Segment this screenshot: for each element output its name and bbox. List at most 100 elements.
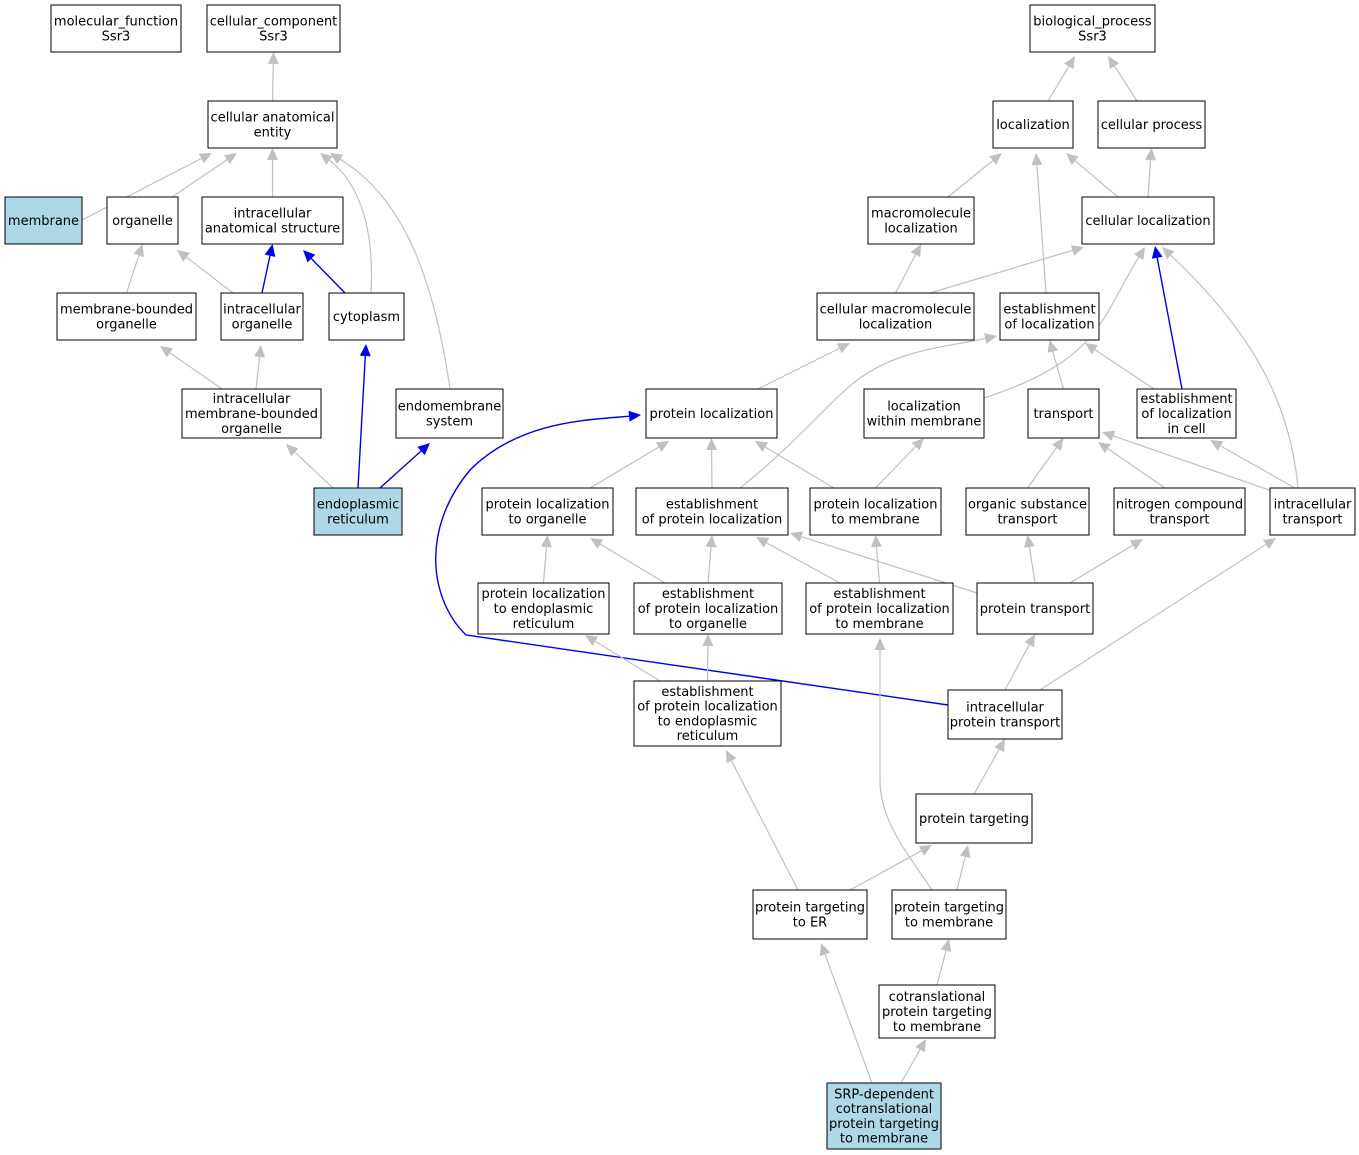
- node-box: [207, 100, 338, 149]
- edge-line: [1113, 435, 1276, 493]
- go-term-node-ptarg[interactable]: protein targeting: [915, 793, 1033, 844]
- edge-line: [1220, 445, 1296, 489]
- edge-line: [339, 158, 451, 390]
- node-box: [1269, 487, 1356, 536]
- node-label-line: SRP-dependent: [834, 1087, 934, 1102]
- edge-imbo-to-io: [254, 345, 266, 390]
- edge-line: [894, 254, 917, 294]
- edge-epltm-to-epl: [756, 537, 841, 584]
- edge-er-to-imbo: [286, 444, 334, 489]
- go-term-node-loc[interactable]: localization: [992, 100, 1074, 149]
- node-label-line: to membrane: [831, 512, 919, 527]
- go-term-node-pt[interactable]: protein transport: [976, 582, 1094, 635]
- arrowhead-icon: [224, 153, 237, 165]
- edge-er-to-endomem: [379, 443, 430, 489]
- edge-ptarg-to-ipt: [973, 739, 1005, 795]
- edge-line: [1113, 65, 1138, 102]
- edge-line: [766, 542, 841, 584]
- edge-macroloc-to-loc: [947, 153, 1002, 198]
- node-label-line: cellular macromolecule: [820, 303, 972, 318]
- node-label-line: cellular_component: [210, 15, 338, 30]
- node-label-line: protein targeting: [755, 901, 865, 916]
- edge-io-to-ias: [261, 244, 276, 294]
- arrowhead-icon: [756, 537, 770, 548]
- node-label-line: of protein localization: [638, 602, 779, 617]
- node-label-line: establishment: [661, 685, 753, 700]
- node-box: [477, 582, 610, 635]
- node-label-line: reticulum: [677, 729, 739, 744]
- edge-epl-to-protloc: [706, 438, 718, 489]
- go-term-node-membrane[interactable]: membrane: [4, 196, 83, 245]
- arrowhead-icon: [1023, 535, 1035, 548]
- node-box: [313, 487, 403, 536]
- edge-pt-to-nct: [1069, 539, 1143, 584]
- arrowhead-icon: [177, 250, 190, 262]
- edge-ipt-to-pt: [1004, 634, 1035, 691]
- go-term-node-cellloc[interactable]: cellular localization: [1081, 196, 1215, 245]
- edge-line: [594, 640, 661, 682]
- node-label-line: to membrane: [893, 1020, 981, 1035]
- node-box: [826, 1082, 942, 1150]
- node-label-line: localization: [859, 317, 933, 332]
- edge-line: [1069, 544, 1134, 584]
- edge-line: [357, 355, 366, 489]
- edge-ptom-to-epltm: [874, 638, 933, 891]
- arrowhead-icon: [286, 444, 299, 457]
- edge-cytoplasm-to-cae: [320, 153, 373, 294]
- arrowhead-icon: [1129, 539, 1143, 550]
- edge-protloc-to-cmacroloc: [757, 343, 850, 390]
- go-term-node-protloc[interactable]: protein localization: [645, 388, 778, 439]
- edge-line: [879, 650, 933, 891]
- node-label-line: intracellular: [966, 701, 1044, 716]
- node-label-line: anatomical structure: [205, 221, 340, 236]
- edge-line: [1027, 447, 1057, 489]
- node-box: [976, 582, 1094, 635]
- go-term-node-cellproc[interactable]: cellular process: [1097, 100, 1206, 149]
- arrowhead-icon: [303, 250, 316, 263]
- edge-line: [271, 63, 274, 102]
- edge-line: [255, 356, 261, 390]
- arrowhead-icon: [1047, 340, 1059, 353]
- go-term-node-cytoplasm[interactable]: cytoplasm: [328, 292, 405, 341]
- edge-cellloc-to-cellproc: [1145, 148, 1157, 198]
- edge-mbo-to-organelle: [125, 244, 144, 294]
- node-box: [999, 292, 1100, 341]
- node-label-line: localization: [887, 400, 961, 415]
- node-label-line: protein targeting: [894, 901, 1004, 916]
- go-term-node-organelle[interactable]: organelle: [106, 196, 179, 245]
- edge-estlocic-to-cellloc: [1151, 246, 1183, 390]
- edge-pltm-to-protloc: [755, 441, 835, 489]
- go-term-node-transport[interactable]: transport: [1027, 388, 1100, 439]
- edge-plto-to-protloc: [589, 441, 669, 489]
